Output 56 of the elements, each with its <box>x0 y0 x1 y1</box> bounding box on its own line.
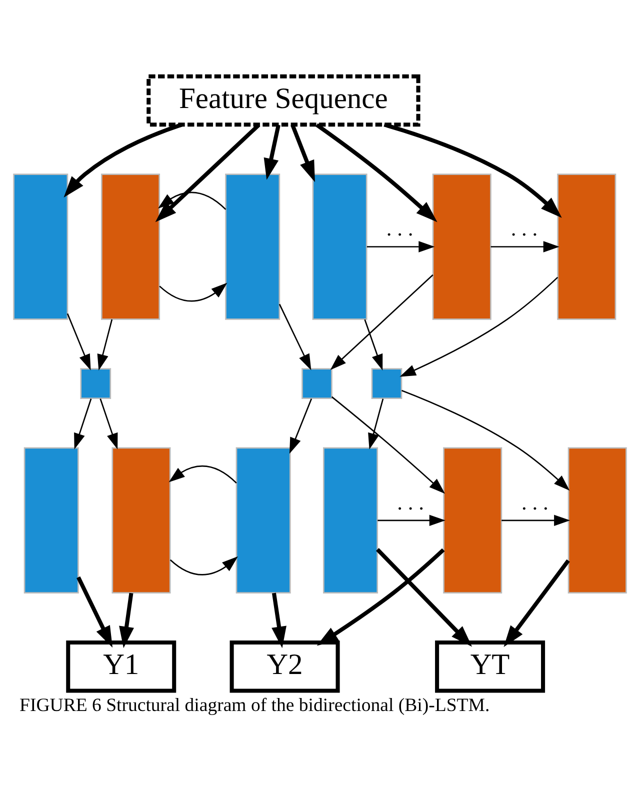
node-box <box>24 447 79 594</box>
edge-label: . . . <box>386 216 414 241</box>
arrow <box>368 398 384 450</box>
arrow <box>76 576 113 648</box>
node-box <box>568 447 627 594</box>
arrow <box>490 241 560 252</box>
node-box <box>323 447 378 594</box>
node-box <box>312 174 368 320</box>
node-box <box>112 447 171 594</box>
arrow <box>378 514 446 526</box>
arrow <box>272 592 286 648</box>
arrow <box>502 514 570 526</box>
node-box: Y1 <box>66 640 176 693</box>
node-box: YT <box>435 640 546 693</box>
arrow <box>290 124 315 182</box>
arrow <box>400 276 558 377</box>
arrow <box>504 559 570 647</box>
arrow <box>316 123 438 222</box>
edge-label: . . . <box>522 490 548 514</box>
node-box <box>80 368 112 399</box>
arrow <box>170 556 238 576</box>
arrow <box>289 398 312 454</box>
node-box <box>302 368 332 399</box>
node-box <box>443 447 502 594</box>
arrow <box>97 319 113 370</box>
caption: FIGURE 6 Structural diagram of the bidirectional (Bi)-LSTM. <box>20 695 490 716</box>
arrow <box>330 274 434 370</box>
arrow <box>366 241 435 252</box>
arrow <box>278 304 312 370</box>
arrow <box>158 192 226 210</box>
arrow <box>74 398 92 450</box>
arrow <box>401 390 570 491</box>
arrow <box>155 123 260 222</box>
edge-label: . . . <box>397 490 424 514</box>
arrow <box>168 465 237 484</box>
arrow <box>264 124 280 180</box>
arrow <box>66 313 91 370</box>
arrow <box>331 396 446 494</box>
node-box <box>432 174 492 320</box>
node-box <box>236 447 291 594</box>
arrow <box>376 548 472 647</box>
arrow <box>316 548 445 646</box>
arrow <box>100 398 118 450</box>
arrow <box>119 592 134 648</box>
arrow <box>364 319 383 370</box>
arrow <box>64 122 182 198</box>
edge-label: . . . <box>510 216 538 241</box>
arrow <box>159 282 228 302</box>
node-box <box>101 174 160 320</box>
node-box: Y2 <box>230 640 340 693</box>
node-box <box>371 368 402 399</box>
arrow <box>384 122 562 218</box>
node-box <box>13 174 68 320</box>
node-box <box>557 174 616 320</box>
node-box: Feature Sequence <box>146 74 420 127</box>
node-box <box>225 174 280 320</box>
